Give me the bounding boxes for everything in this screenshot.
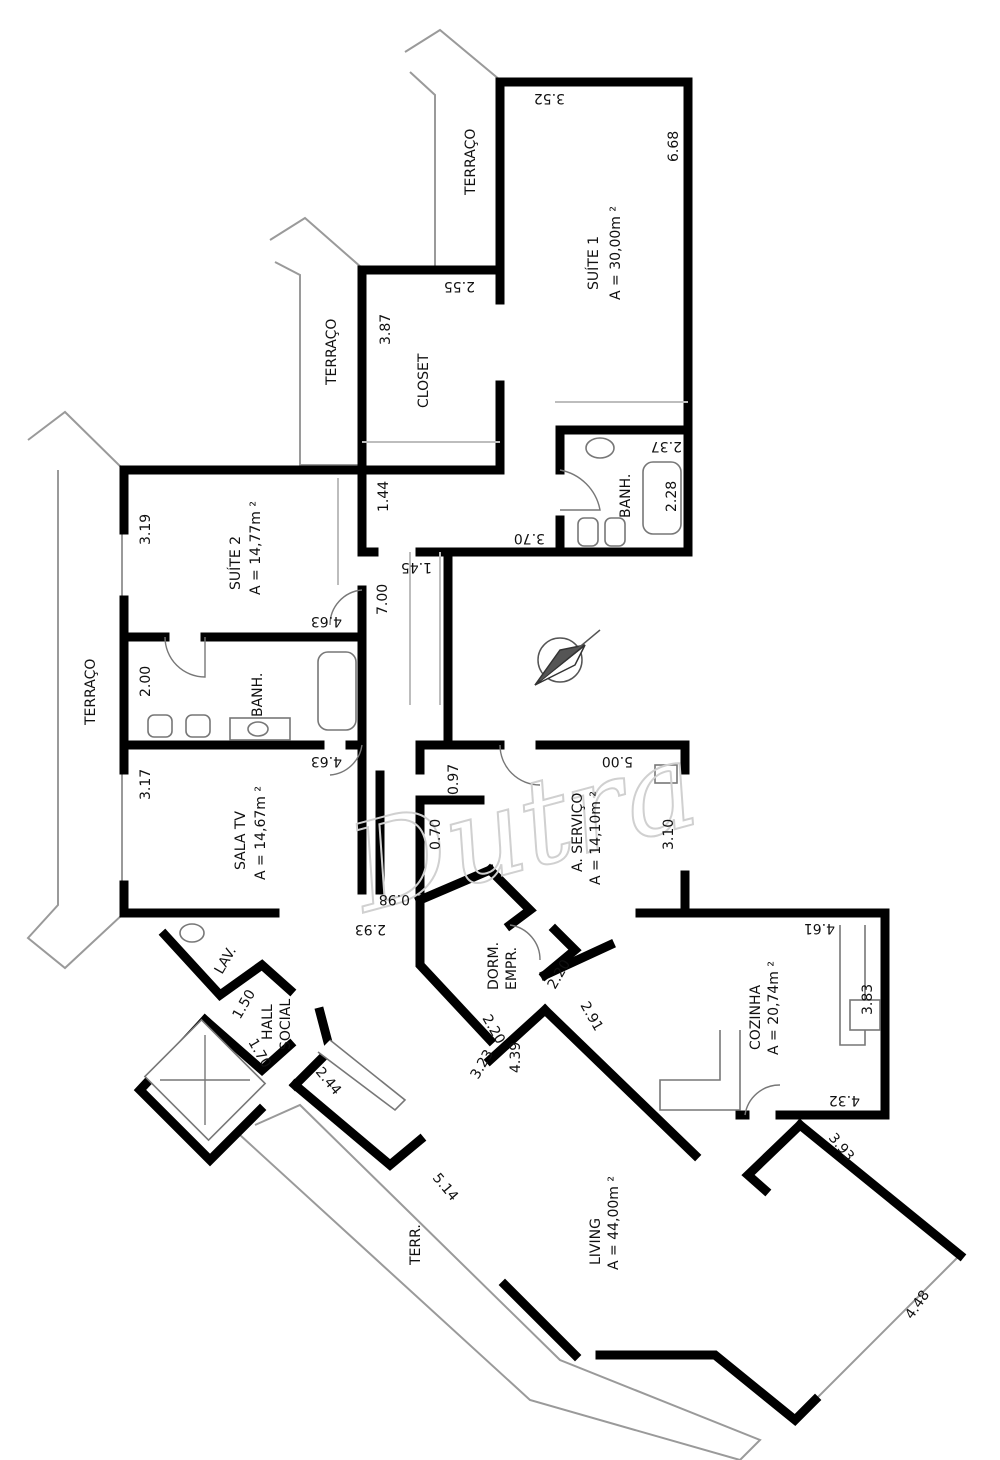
dim-7-00: 7.00 [375, 584, 391, 615]
dim-1-50: 1.50 [230, 987, 259, 1022]
room-terraco-top: TERRAÇO [463, 129, 479, 196]
room-suite2-area: A = 14,77m ² [248, 501, 264, 595]
room-hall-name: HALL [260, 1004, 276, 1040]
dim-2-55: 2.55 [444, 278, 475, 294]
dim-0-97: 0.97 [446, 764, 462, 795]
dim-4-63b: 4.63 [311, 753, 342, 769]
dim-3-17: 3.17 [138, 769, 154, 800]
room-cozinha-name: COZINHA [748, 984, 764, 1050]
room-suite2-name: SUÍTE 2 [227, 536, 244, 590]
room-closet-name: CLOSET [416, 353, 432, 408]
dim-3-70: 3.70 [514, 530, 545, 546]
room-suite1-name: SUÍTE 1 [585, 236, 602, 290]
dim-6-68: 6.68 [666, 131, 682, 162]
room-cozinha-area: A = 20,74m ² [766, 961, 782, 1055]
room-servico-area: A = 14,10m ² [588, 791, 604, 885]
dim-3-83: 3.83 [860, 984, 876, 1015]
room-banh1-name: BANH. [618, 474, 634, 518]
dim-3-52: 3.52 [534, 90, 565, 106]
room-suite1-area: A = 30,00m ² [608, 206, 624, 300]
room-terraco-left: TERRAÇO [83, 659, 99, 726]
dim-5-00: 5.00 [602, 753, 633, 769]
dim-3-10: 3.10 [661, 819, 677, 850]
dim-3-19: 3.19 [138, 514, 154, 545]
dim-0-70: 0.70 [428, 819, 444, 850]
dim-4-39: 4.39 [508, 1042, 524, 1073]
dim-2-37: 2.37 [651, 438, 682, 454]
fixtures [143, 437, 881, 1142]
room-banh2-name: BANH. [250, 673, 266, 717]
doors [164, 401, 781, 1116]
dim-4-32: 4.32 [829, 1092, 860, 1108]
dim-4-61: 4.61 [804, 920, 835, 936]
room-living-area: A = 44,00m ² [606, 1176, 622, 1270]
dim-1-45: 1.45 [401, 559, 432, 575]
walls [119, 77, 967, 1427]
room-terr-bottom: TERR. [408, 1224, 424, 1266]
room-living-name: LIVING [588, 1218, 604, 1265]
north-arrow-icon [534, 629, 601, 686]
dim-4-48: 4.48 [902, 1288, 933, 1323]
room-dorm-sub: EMPR. [504, 947, 520, 990]
room-lav-name: LAV. [212, 944, 240, 977]
dim-3-87: 3.87 [378, 314, 394, 345]
dim-2-44: 2.44 [312, 1064, 344, 1098]
room-terraco-mid: TERRAÇO [324, 319, 340, 386]
dim-0-98: 0.98 [379, 891, 410, 907]
room-dorm-name: DORM. [486, 942, 502, 990]
room-hall-sub: SOCIAL [278, 999, 294, 1050]
dim-2-93: 2.93 [355, 921, 386, 937]
room-labels: SUÍTE 1 A = 30,00m ² CLOSET SUÍTE 2 A = … [83, 129, 782, 1270]
dim-5-14: 5.14 [429, 1170, 461, 1204]
room-salatv-area: A = 14,67m ² [253, 786, 269, 880]
dim-2-91: 2.91 [577, 999, 606, 1034]
dim-2-00: 2.00 [138, 666, 154, 697]
terraces [26, 28, 961, 1460]
dim-1-44: 1.44 [376, 481, 392, 512]
room-servico-name: A. SERVIÇO [570, 793, 586, 872]
room-salatv-name: SALA TV [233, 811, 249, 870]
dim-2-28: 2.28 [664, 481, 680, 512]
dim-4-63a: 4.63 [311, 613, 342, 629]
